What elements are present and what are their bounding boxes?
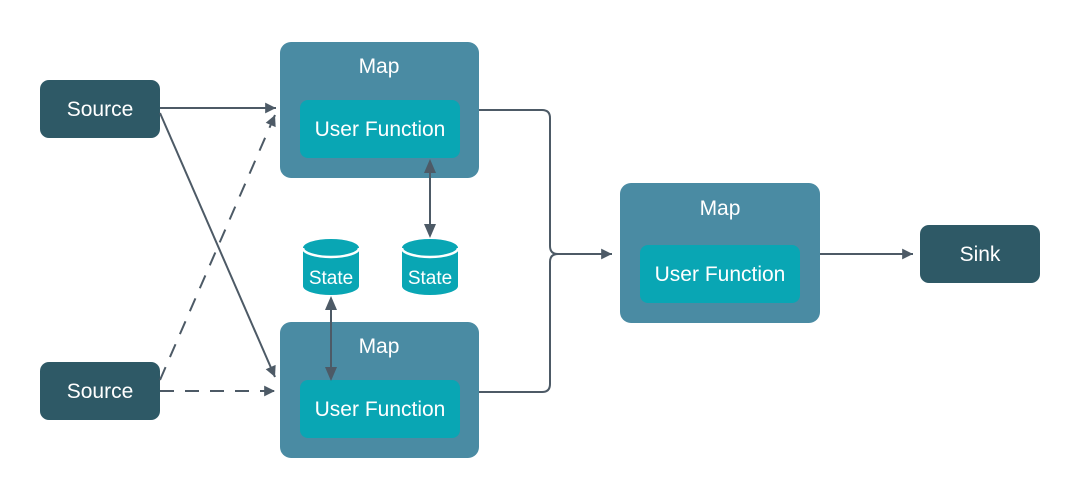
source-top-label: Source (67, 98, 134, 121)
source-bottom-label: Source (67, 380, 134, 403)
state-left-label: State (309, 268, 353, 289)
user-function-right-label: User Function (655, 263, 786, 286)
state-right-node: State (400, 239, 460, 295)
edge-user-function-top-state-right (424, 159, 436, 238)
map-right-label: Map (700, 197, 741, 220)
sink-label: Sink (960, 243, 1001, 266)
state-left-node: State (301, 239, 361, 295)
source-bottom-box (40, 362, 160, 420)
user-function-bottom-box (300, 380, 460, 438)
edge-state-left-user-function-bottom (325, 296, 337, 381)
state-right-label: State (408, 268, 452, 289)
arrowhead-down (424, 224, 436, 238)
sink-node: Sink (920, 225, 1040, 283)
edge-map-top-to-map-right (479, 109, 612, 260)
sink-box (920, 225, 1040, 283)
source-top-box (40, 80, 160, 138)
state-left-cylinder (303, 239, 359, 295)
edge-source-top-to-map-bottom (159, 112, 276, 378)
map-bottom-node: Map User Function (280, 322, 479, 458)
state-right-cylinder (402, 239, 458, 295)
edge-map-bottom-to-junction (479, 253, 590, 393)
user-function-right-box (640, 245, 800, 303)
state-left-cylinder-lid (301, 247, 361, 259)
map-bottom-label: Map (359, 335, 400, 358)
source-bottom-node: Source (40, 362, 160, 420)
arrowhead-down (325, 367, 337, 381)
map-top-label: Map (359, 55, 400, 78)
user-function-top-box (300, 100, 460, 158)
arrowhead-up (325, 296, 337, 310)
user-function-bottom-label: User Function (315, 398, 446, 421)
map-right-node: Map User Function (620, 183, 820, 323)
state-right-cylinder-lid (400, 247, 460, 259)
map-top-node: Map User Function (280, 42, 479, 178)
user-function-top-label: User Function (315, 118, 446, 141)
source-top-node: Source (40, 80, 160, 138)
arrowhead-up (424, 159, 436, 173)
